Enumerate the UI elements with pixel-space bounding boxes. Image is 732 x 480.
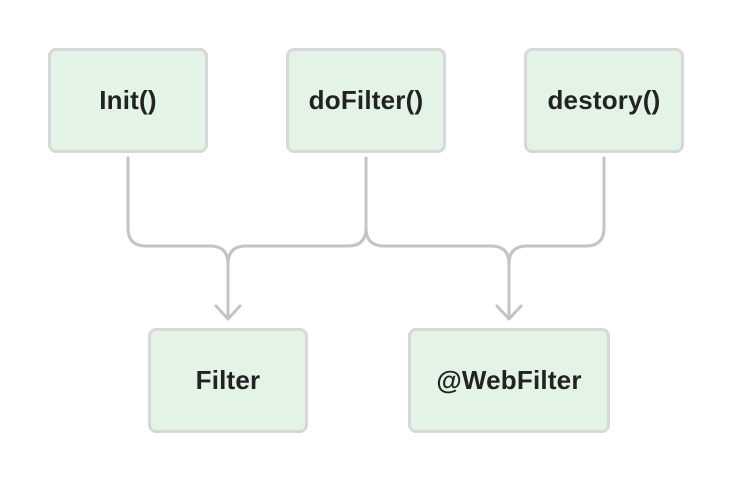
node-dofilter: doFilter() — [286, 48, 446, 153]
node-filter: Filter — [148, 328, 308, 433]
arrowhead-webfilter — [495, 304, 523, 321]
connector-destory-to-webfilter — [507, 156, 606, 266]
node-destory-label: destory() — [547, 85, 661, 115]
node-webfilter-label: @WebFilter — [436, 365, 582, 395]
node-dofilter-label: doFilter() — [308, 85, 424, 115]
node-init: Init() — [48, 48, 208, 153]
connector-dofilter-to-webfilter — [364, 226, 511, 320]
node-webfilter: @WebFilter — [408, 328, 610, 433]
arrowhead-filter — [214, 304, 242, 321]
node-filter-label: Filter — [195, 365, 261, 395]
connector-dofilter-to-filter — [226, 156, 368, 266]
node-destory: destory() — [524, 48, 684, 153]
connector-init-to-filter — [126, 156, 230, 320]
node-init-label: Init() — [99, 85, 157, 115]
